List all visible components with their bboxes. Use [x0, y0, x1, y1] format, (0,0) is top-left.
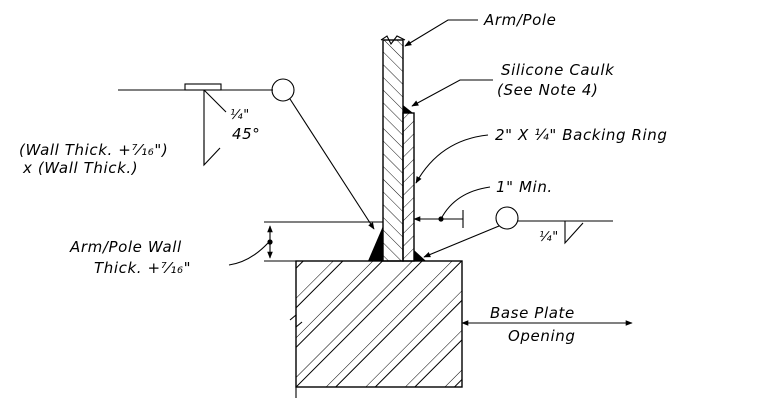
base-plate-label-1: Base Plate: [490, 304, 575, 322]
min-gap-dimension: [413, 210, 464, 228]
fillet-weld-right: [414, 250, 426, 261]
pole-break-mark: [380, 35, 406, 46]
pole-wall: [380, 35, 406, 262]
weld-symbol-right: [423, 206, 613, 258]
fillet-symbol-right: [564, 221, 584, 245]
weld-flag-box: [184, 83, 222, 91]
backing-ring-leader: [415, 134, 489, 184]
wall-thick-label-2: Thick. +⁷⁄₁₆": [94, 259, 191, 277]
base-plate-label-2: Opening: [508, 327, 575, 345]
arm-pole-leader: [404, 19, 478, 47]
backing-ring-label: 2" X ¼" Backing Ring: [495, 126, 667, 144]
weld-all-around-circle-right: [495, 206, 519, 230]
weld-left-label-2: x (Wall Thick.): [22, 159, 138, 177]
weld-left-angle: 45°: [232, 125, 260, 143]
base-plate: [289, 260, 463, 398]
weld-left-label-1: (Wall Thick. +⁷⁄₁₆"): [19, 141, 168, 159]
caulk-leader: [411, 79, 493, 107]
wall-thick-label-1: Arm/Pole Wall: [69, 238, 182, 256]
arm-pole-label: Arm/Pole: [483, 11, 557, 29]
weld-right-size: ¼": [539, 230, 559, 245]
min-gap-leader: [440, 186, 491, 220]
groove-weld-left: [368, 226, 383, 261]
weld-symbol-left: [118, 78, 375, 230]
backing-ring: [402, 112, 415, 262]
fillet-symbol: [203, 140, 221, 167]
caulk-bead: [403, 105, 413, 113]
plate-break-mark: [289, 313, 303, 329]
weld-left-size: ¼": [230, 108, 250, 123]
caulk-label-2: (See Note 4): [497, 81, 598, 99]
wall-thick-dimension: [228, 221, 383, 266]
weld-all-around-circle: [271, 78, 295, 102]
min-gap-label: 1" Min.: [496, 178, 553, 196]
caulk-label-1: Silicone Caulk: [501, 61, 615, 79]
